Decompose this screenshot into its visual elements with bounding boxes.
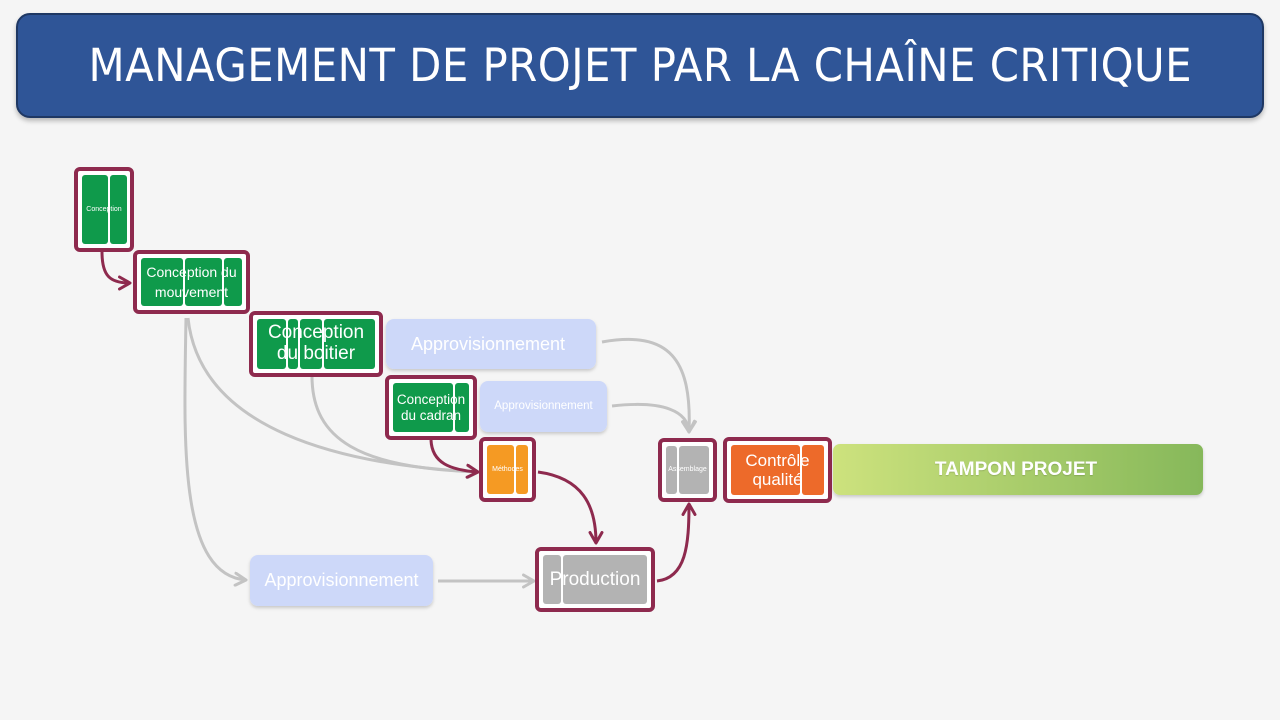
task-methodes — [479, 437, 536, 502]
supply-box-2 — [480, 381, 607, 432]
task-production — [535, 547, 655, 612]
arrow-production-to-assemblage — [656, 502, 697, 583]
arrow-methodes-to-production — [537, 470, 604, 545]
title-banner: MANAGEMENT DE PROJET PAR LA CHAÎNE CRITI… — [16, 13, 1264, 118]
task-assemblage — [658, 438, 717, 502]
arrow-supply1-to-assemblage — [601, 337, 697, 434]
project-buffer — [833, 444, 1203, 495]
page-title: MANAGEMENT DE PROJET PAR LA CHAÎNE CRITI… — [88, 39, 1192, 92]
arrow-cadran-to-methodes — [429, 439, 480, 479]
task-conception-boitier — [249, 311, 383, 377]
arrow-conception-to-mouvement — [100, 251, 132, 291]
task-conception — [74, 167, 134, 252]
supply-box-1 — [386, 319, 596, 369]
supply-box-3 — [250, 555, 433, 606]
arrow-mouvement-to-approvisionnement — [183, 317, 248, 587]
arrow-supply2-to-assemblage — [611, 402, 696, 434]
task-conception-cadran — [385, 375, 477, 440]
task-conception-mouvement — [133, 250, 250, 314]
arrow-boitier-to-methodes — [310, 375, 480, 480]
task-controle-qualite — [723, 437, 832, 503]
